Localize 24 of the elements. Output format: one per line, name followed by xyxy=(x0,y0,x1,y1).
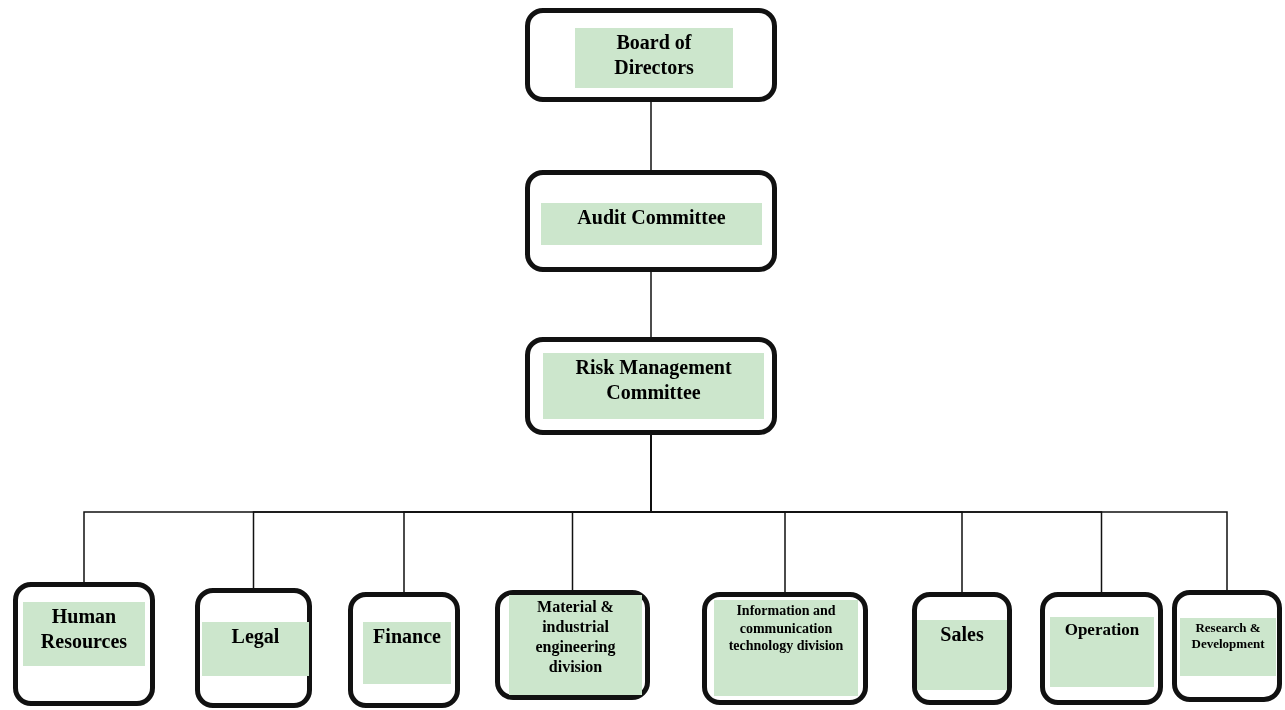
unit-label: Finance xyxy=(363,622,451,684)
org-box xyxy=(912,592,1012,705)
org-box xyxy=(195,588,312,708)
unit-label: Human Resources xyxy=(23,602,145,666)
unit-label: Risk Management Committee xyxy=(543,353,764,419)
org-box xyxy=(702,592,868,705)
org-box xyxy=(1040,592,1163,705)
org-box xyxy=(13,582,155,706)
unit-label: Board of Directors xyxy=(575,28,733,88)
org-box xyxy=(1172,590,1282,702)
unit-label: Research & Development xyxy=(1180,618,1276,676)
unit-label: Operation xyxy=(1050,617,1154,687)
unit-label: Material & industrial engineering division xyxy=(509,595,642,695)
org-box xyxy=(525,170,777,272)
connector-line xyxy=(650,271,652,338)
org-box xyxy=(525,8,777,102)
connector-line xyxy=(650,101,652,171)
unit-label: Information and communication technology division xyxy=(714,600,858,696)
unit-label: Legal xyxy=(202,622,309,676)
unit-label: Audit Committee xyxy=(541,203,762,245)
org-box xyxy=(525,337,777,435)
org-box xyxy=(348,592,460,708)
org-box xyxy=(495,590,650,700)
unit-label: Sales xyxy=(917,620,1007,690)
